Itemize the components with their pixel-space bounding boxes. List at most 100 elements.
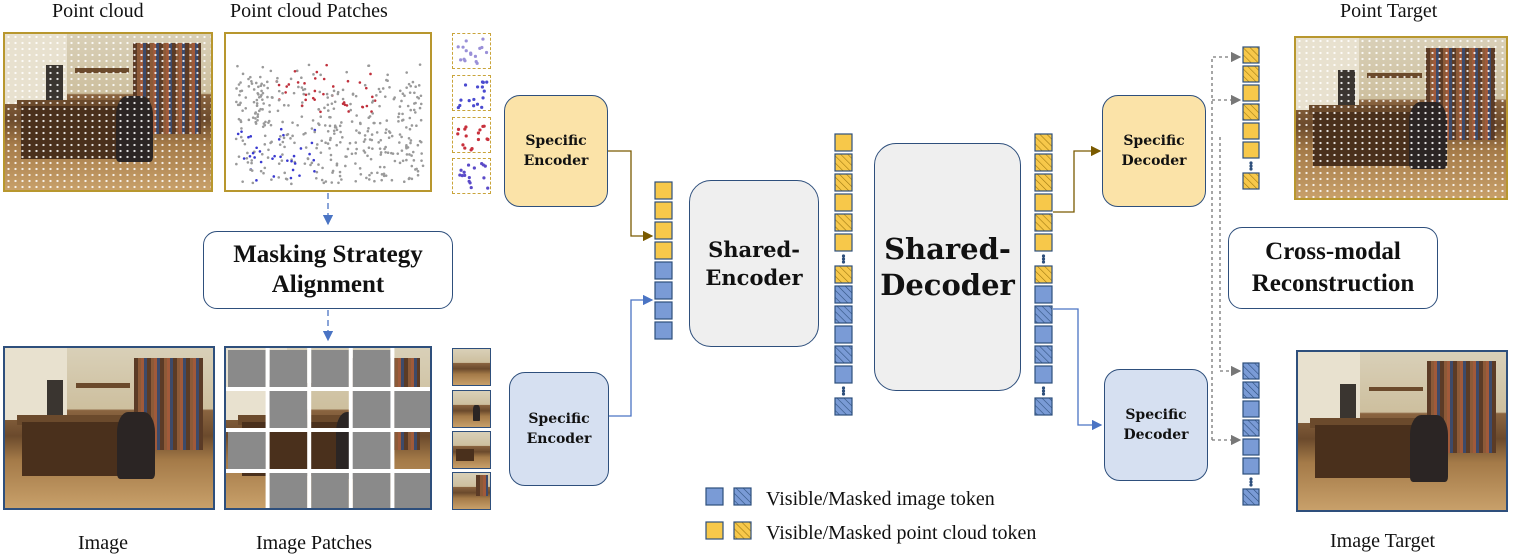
point-dot: [328, 115, 331, 119]
point-dot: [296, 81, 300, 84]
point-cloud-image: [3, 32, 213, 192]
point-dot: [242, 157, 246, 160]
point-dot: [393, 159, 397, 163]
point-dot: [384, 150, 387, 154]
encoder-input-token-image-visible: [654, 301, 673, 320]
point-dot: [237, 83, 241, 86]
point-dot: [366, 129, 370, 133]
point-dot: [332, 107, 336, 110]
input-image: [3, 346, 215, 510]
point-dot: [267, 119, 271, 123]
point-dot: [240, 89, 244, 93]
point-dot: [250, 161, 253, 165]
point-dot: [323, 106, 326, 110]
encoder-output-token-image-masked: [834, 397, 853, 416]
point-dot: [291, 134, 294, 138]
point-dot: [336, 92, 340, 96]
point-cloud-scatter: [234, 63, 425, 186]
point-dot: [307, 92, 311, 96]
point-dot: [245, 157, 249, 160]
point-dot: [341, 102, 345, 106]
point-dot: [378, 121, 382, 125]
point-dot: [401, 159, 405, 163]
point-dot: [267, 148, 270, 152]
point-dot: [365, 176, 368, 180]
point-dot: [411, 150, 415, 154]
point-cloud-patches-image: [224, 32, 432, 192]
point-dot: [270, 140, 273, 144]
point-dot: [247, 135, 250, 139]
point-dot: [329, 158, 333, 162]
point-dot: [405, 126, 408, 129]
point-dot: [243, 142, 247, 146]
point-dot: [364, 86, 368, 90]
encoder-input-token-point-visible: [654, 221, 673, 240]
point-dot: [281, 153, 284, 156]
point-dot: [335, 143, 338, 147]
point-dot: [238, 103, 241, 107]
encoder-output-ellipsis-dot: [841, 254, 846, 258]
arrow-encoder-image-to-tokens: [609, 294, 654, 417]
point-dot: [362, 149, 366, 152]
point-dot: [317, 122, 320, 125]
point-dot: [367, 146, 371, 150]
point-dot: [414, 111, 417, 114]
thumb-dot: [463, 83, 468, 87]
masked-patch: [394, 391, 430, 428]
point-dot: [310, 127, 314, 130]
point-dot: [350, 152, 354, 156]
thumb-dot: [478, 46, 482, 50]
point-dot: [332, 89, 336, 93]
point-dot: [357, 131, 361, 134]
point-dot: [329, 153, 333, 157]
point-dot: [410, 124, 414, 127]
image-patch-thumb-4: [452, 472, 491, 510]
point-dot: [234, 137, 238, 141]
point-dot: [246, 151, 249, 155]
point-dot: [416, 143, 420, 147]
point-dot: [236, 132, 240, 136]
legend-image-token-label: Visible/Masked image token: [766, 488, 995, 510]
point-target-token-point-visible: [1242, 122, 1260, 140]
point-dot: [383, 95, 387, 98]
point-dot: [359, 172, 363, 176]
point-dot: [326, 129, 330, 133]
grid-line: [226, 469, 430, 473]
point-dot: [355, 114, 358, 117]
point-dot: [289, 176, 293, 180]
point-dot: [293, 162, 297, 165]
decoder-output-token-point-masked: [1034, 265, 1053, 284]
point-dot: [333, 132, 336, 135]
thumb-dot: [464, 125, 468, 129]
point-dot: [345, 155, 348, 158]
point-dot: [349, 108, 353, 112]
point-dot: [268, 110, 271, 114]
point-dot: [417, 96, 421, 100]
point-dot: [240, 130, 243, 133]
point-dot: [400, 135, 403, 139]
decoder-output-token-image-masked: [1034, 305, 1053, 324]
thumb-dot: [472, 104, 476, 108]
point-dot: [250, 169, 254, 172]
point-dot: [419, 118, 423, 122]
point-dot: [235, 162, 238, 166]
decoder-output-token-image-masked: [1034, 345, 1053, 364]
point-dot: [390, 178, 394, 182]
point-dot: [409, 141, 412, 145]
point-dot: [354, 141, 358, 144]
point-dot: [355, 147, 358, 151]
point-dot: [280, 159, 284, 162]
point-dot: [285, 177, 289, 181]
decoder-output-token-image-visible: [1034, 285, 1053, 304]
point-dot: [292, 91, 296, 95]
point-dot: [270, 96, 274, 99]
point-target-token-point-masked: [1242, 65, 1260, 83]
encoder-output-ellipsis-dot: [841, 389, 846, 393]
thumb-dot: [474, 60, 478, 64]
image-target-token-image-visible: [1242, 457, 1260, 475]
thumb-dot: [480, 105, 484, 109]
